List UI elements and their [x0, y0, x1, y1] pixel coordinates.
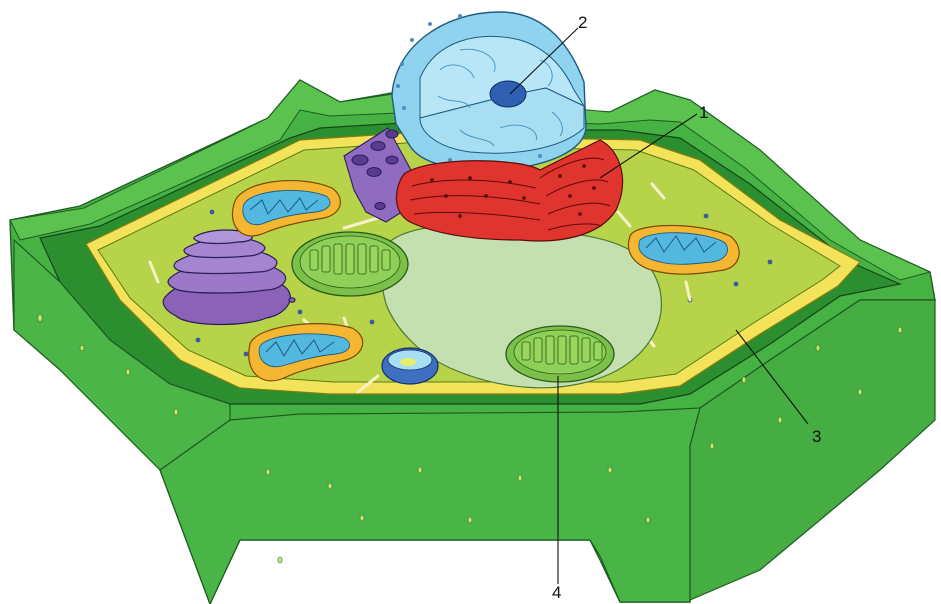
chloroplast-left — [292, 232, 408, 296]
callout-label-2: 2 — [578, 14, 587, 31]
mitochondrion-right — [628, 226, 739, 275]
callout-label-4: 4 — [552, 584, 561, 601]
callout-label-3: 3 — [812, 428, 821, 445]
chloroplast-center — [506, 326, 614, 382]
vesicle — [382, 348, 438, 384]
nucleolus — [490, 81, 526, 107]
nucleus — [392, 12, 586, 170]
callout-label-1: 1 — [699, 104, 708, 121]
